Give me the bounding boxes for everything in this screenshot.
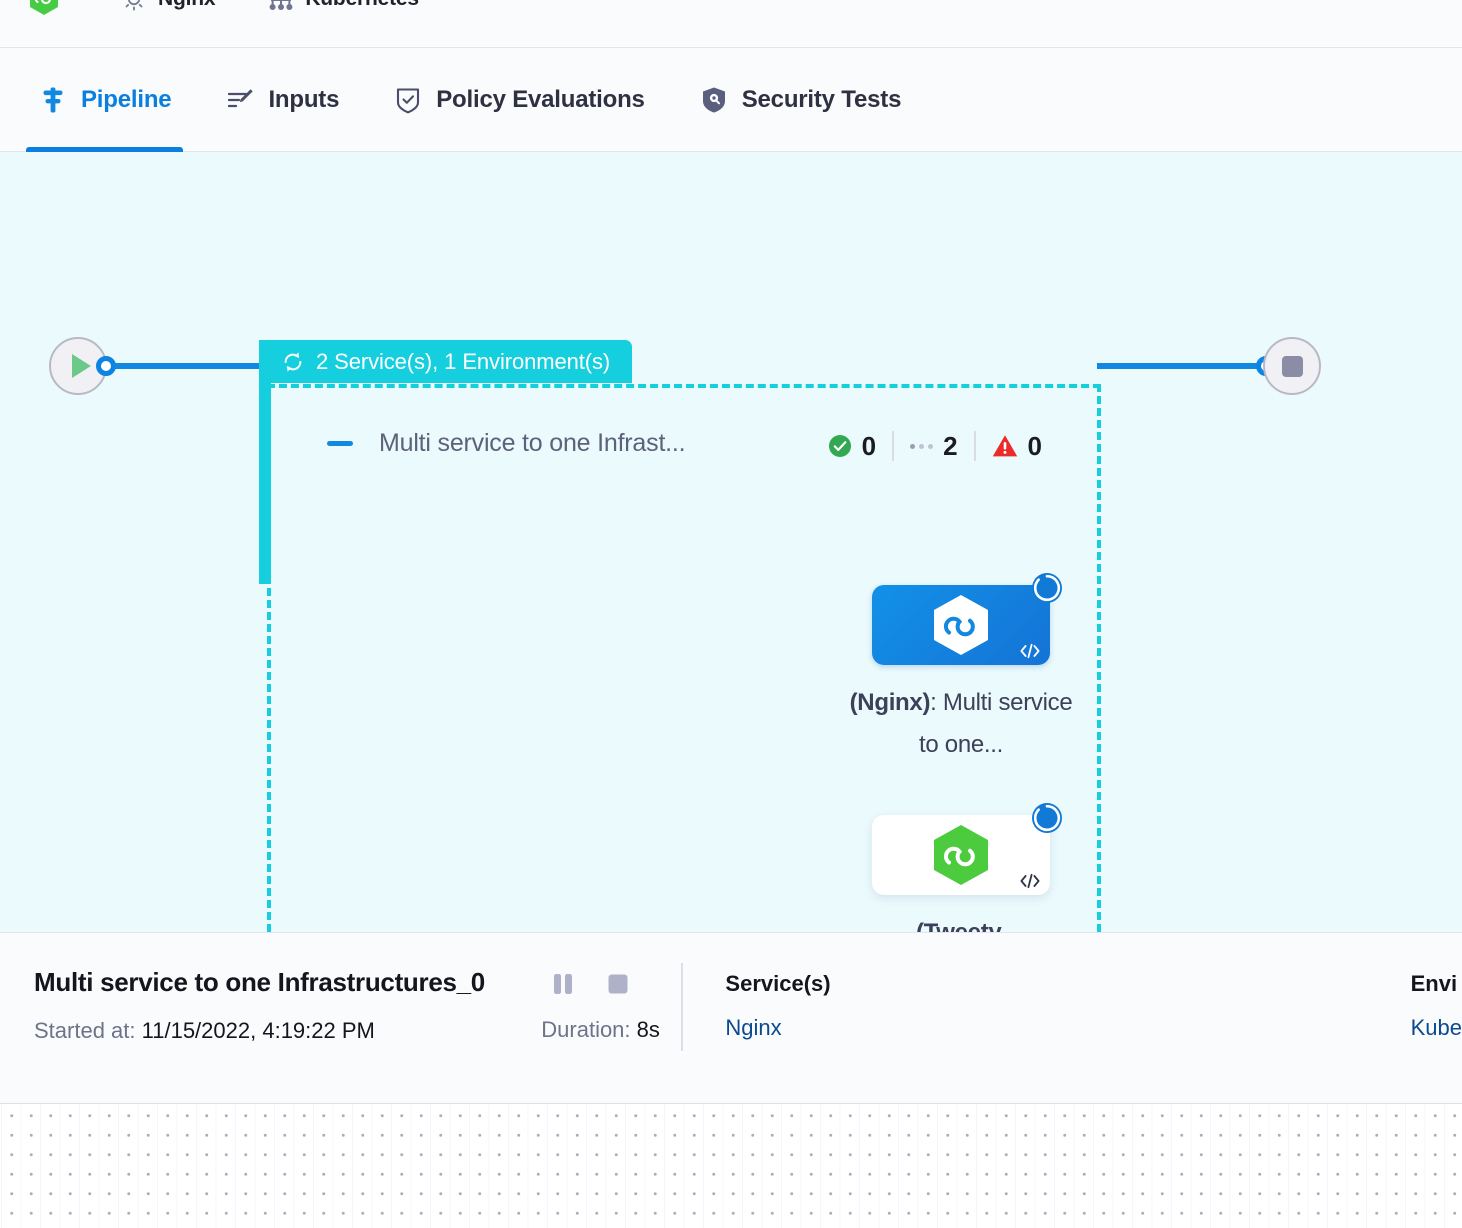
spinner-icon — [1032, 573, 1062, 603]
tab-inputs[interactable]: Inputs — [223, 48, 341, 152]
node-label-bold: (Tweety, {"__uuid":... — [894, 919, 1028, 932]
pipeline-icon — [43, 87, 63, 112]
group-status-counts: 0 2 0 — [828, 428, 1042, 464]
status-error-count: 0 — [1027, 430, 1042, 461]
inputs-icon — [228, 88, 254, 107]
node-label-bold: (Nginx) — [849, 689, 931, 716]
breadcrumb-bar: Nginx Kubernetes — [0, 0, 1462, 48]
group-container[interactable]: Multi service to one Infrast... 0 2 — [267, 384, 1101, 932]
detail-controls: Duration: 8s — [520, 933, 682, 1043]
started-at-value: 11/15/2022, 4:19:22 PM — [141, 1018, 375, 1043]
kubernetes-icon — [269, 0, 293, 10]
pipeline-start-node[interactable] — [49, 337, 107, 395]
play-icon — [71, 354, 91, 378]
group-badge-label: 2 Service(s), 1 Environment(s) — [316, 348, 611, 374]
status-error: 0 — [973, 430, 1042, 461]
code-icon — [1020, 643, 1040, 659]
status-running: 2 — [892, 431, 973, 461]
background-dot-grid — [0, 1104, 1462, 1228]
group-accent-bar — [259, 340, 271, 584]
services-value[interactable]: Nginx — [725, 1015, 782, 1040]
service-hexagon-icon — [934, 825, 988, 885]
code-icon — [1020, 873, 1040, 889]
service-hexagon-icon — [30, 0, 58, 15]
environments-column: Envi Kube — [831, 933, 1462, 1041]
spinner-icon — [1032, 803, 1062, 833]
stop-icon[interactable] — [606, 972, 630, 996]
group-header: Multi service to one Infrast... — [271, 388, 1105, 498]
node-card[interactable] — [872, 573, 1062, 665]
connector-wire-left — [114, 363, 264, 369]
tab-bar: Pipeline Inputs Policy Evaluations Secur… — [0, 48, 1462, 152]
service-hexagon-icon — [934, 595, 988, 655]
policy-icon — [397, 87, 420, 113]
gear-icon — [125, 0, 143, 11]
breadcrumb-item-service[interactable] — [30, 0, 68, 15]
execution-title: Multi service to one Infrastructures_0 — [34, 967, 485, 997]
group-title: Multi service to one Infrast... — [379, 428, 686, 457]
pause-icon[interactable] — [550, 971, 576, 997]
services-column: Service(s) Nginx — [683, 933, 830, 1041]
pipeline-end-node[interactable] — [1263, 337, 1321, 395]
pipeline-canvas[interactable]: 2 Service(s), 1 Environment(s) Multi ser… — [0, 152, 1462, 932]
tab-label-inputs: Inputs — [268, 85, 340, 113]
services-heading: Service(s) — [725, 971, 831, 996]
connector-wire-right — [1097, 363, 1260, 369]
playback-controls — [520, 971, 682, 997]
breadcrumb-item-kubernetes[interactable]: Kubernetes — [267, 0, 419, 10]
execution-detail-panel: Multi service to one Infrastructures_0 S… — [0, 932, 1462, 1104]
breadcrumb-label-nginx: Nginx — [158, 0, 216, 11]
environments-heading: Envi — [1410, 971, 1458, 996]
pipeline-node-nginx[interactable]: (Nginx): Multi service to one... — [841, 573, 1081, 766]
loop-icon — [284, 351, 302, 372]
detail-main: Multi service to one Infrastructures_0 S… — [0, 933, 520, 1044]
node-label: (Nginx): Multi service to one... — [849, 682, 1073, 766]
tab-policy-evaluations[interactable]: Policy Evaluations — [391, 48, 646, 152]
execution-duration: Duration: 8s — [520, 1017, 682, 1043]
node-card[interactable] — [872, 803, 1062, 895]
detail-divider — [681, 963, 684, 1051]
tab-label-security-tests: Security Tests — [741, 85, 902, 113]
tab-label-pipeline: Pipeline — [81, 85, 172, 113]
group-badge[interactable]: 2 Service(s), 1 Environment(s) — [263, 340, 633, 383]
tab-label-policy-evaluations: Policy Evaluations — [436, 85, 645, 113]
running-dots-icon — [910, 443, 934, 449]
breadcrumb-label-kubernetes: Kubernetes — [305, 0, 419, 11]
duration-label: Duration: — [541, 1017, 631, 1042]
collapse-toggle-icon[interactable] — [327, 440, 353, 446]
status-running-count: 2 — [943, 430, 958, 461]
started-at-label: Started at: — [34, 1018, 136, 1043]
node-label-rest: : Multi service to one... — [918, 689, 1073, 758]
success-check-icon — [828, 435, 851, 457]
execution-started: Started at: 11/15/2022, 4:19:22 PM — [34, 1018, 520, 1044]
status-success-count: 0 — [861, 430, 877, 461]
security-icon — [702, 87, 725, 112]
status-success: 0 — [828, 431, 892, 461]
environments-value[interactable]: Kube — [1410, 1015, 1462, 1040]
node-label: (Tweety, {"__uuid":... — [849, 912, 1073, 932]
stop-icon — [1281, 355, 1303, 377]
duration-value: 8s — [636, 1017, 660, 1042]
tab-pipeline[interactable]: Pipeline — [25, 48, 184, 152]
tab-security-tests[interactable]: Security Tests — [697, 48, 904, 152]
breadcrumb-item-nginx[interactable]: Nginx — [120, 0, 216, 11]
pipeline-node-tweety[interactable]: (Tweety, {"__uuid":... — [841, 803, 1081, 932]
error-warning-icon — [992, 435, 1017, 457]
start-connector-dot — [96, 356, 116, 376]
